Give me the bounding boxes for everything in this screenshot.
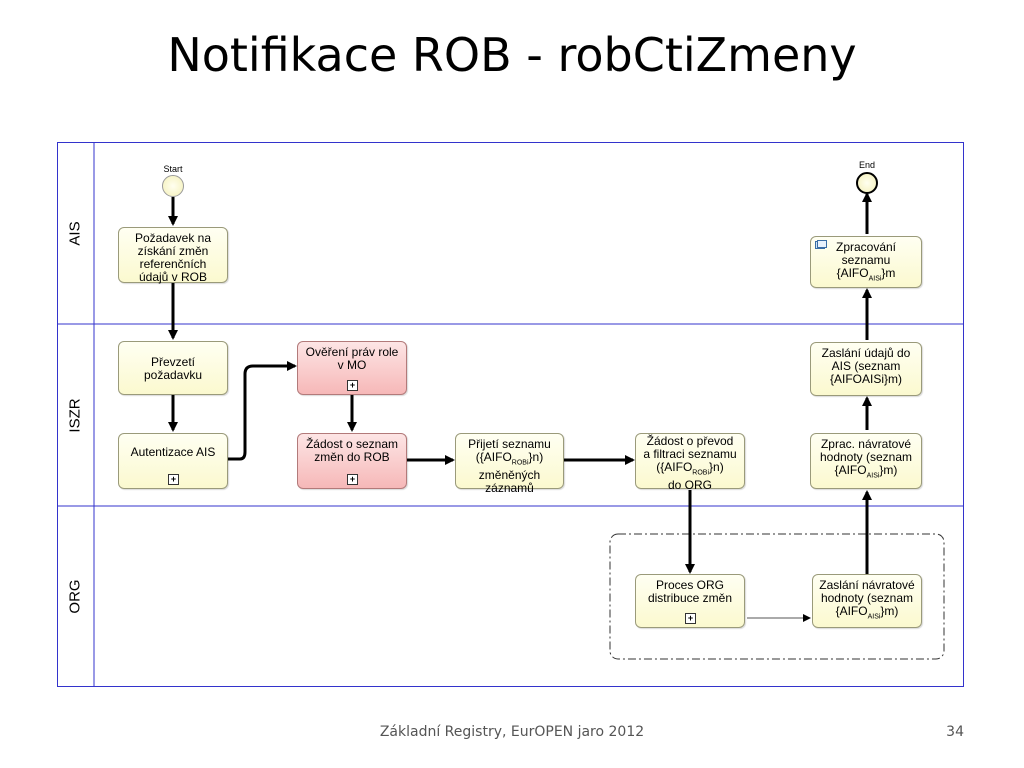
subprocess-plus-icon: + bbox=[347, 474, 358, 485]
script-icon bbox=[815, 240, 827, 249]
task-zadost-prevod[interactable]: Žádost o převod a filtraci seznamu ({AIF… bbox=[635, 433, 745, 493]
footer-text: Základní Registry, EurOPEN jaro 2012 bbox=[379, 724, 645, 740]
task-zaslani-udaju-label: Zaslání údajů do AIS (seznam {AIFOAISi}m… bbox=[821, 346, 911, 386]
task-autentizace[interactable]: Autentizace AIS + bbox=[118, 433, 228, 489]
task-prijeti[interactable]: Přijetí seznamu ({AIFOROBi}n) změněných … bbox=[455, 433, 564, 495]
task-zaslani-udaju[interactable]: Zaslání údajů do AIS (seznam {AIFOAISi}m… bbox=[810, 342, 922, 396]
end-label: End bbox=[858, 160, 875, 170]
flow-autentizace-overeni bbox=[228, 361, 297, 461]
task-pozadavek-label: Požadavek na získání změn referenčních ú… bbox=[134, 231, 212, 284]
task-zpracovani[interactable]: Zpracování seznamu {AIFOAISi}m bbox=[810, 236, 922, 288]
task-zaslani-navrat[interactable]: Zaslání návratové hodnoty (seznam {AIFOA… bbox=[812, 574, 922, 628]
task-autentizace-label: Autentizace AIS bbox=[130, 445, 216, 459]
task-overeni[interactable]: Ověření práv role v MO + bbox=[297, 341, 407, 395]
task-prevzeti[interactable]: Převzetí požadavku bbox=[118, 341, 228, 395]
task-zadost-seznam[interactable]: Žádost o seznam změn do ROB + bbox=[297, 433, 407, 489]
subprocess-plus-icon: + bbox=[347, 380, 358, 391]
task-zprac-navrat-label: Zprac. návratové hodnoty (seznam {AIFOAI… bbox=[819, 437, 913, 480]
subprocess-plus-icon: + bbox=[685, 613, 696, 624]
task-prevzeti-label: Převzetí požadavku bbox=[143, 355, 203, 382]
end-event bbox=[856, 172, 878, 194]
task-prijeti-label: Přijetí seznamu ({AIFOROBi}n) změněných … bbox=[468, 437, 551, 496]
subprocess-plus-icon: + bbox=[168, 474, 179, 485]
task-overeni-label: Ověření práv role v MO bbox=[305, 345, 399, 372]
task-proces-org-label: Proces ORG distribuce změn bbox=[647, 578, 733, 605]
task-pozadavek[interactable]: Požadavek na získání změn referenčních ú… bbox=[118, 227, 228, 284]
lanes-frame bbox=[57, 142, 964, 687]
bpmn-diagram: AIS ISZR ORG bbox=[57, 142, 964, 687]
slide-title: Notifikace ROB - robCtiZmeny bbox=[167, 28, 857, 82]
task-zaslani-navrat-label: Zaslání návratové hodnoty (seznam {AIFOA… bbox=[819, 578, 915, 621]
task-zprac-navrat[interactable]: Zprac. návratové hodnoty (seznam {AIFOAI… bbox=[810, 433, 922, 489]
task-zadost-prevod-label: Žádost o převod a filtraci seznamu ({AIF… bbox=[643, 434, 737, 493]
start-event bbox=[162, 175, 184, 197]
page-number: 34 bbox=[946, 724, 964, 740]
org-group-border bbox=[609, 533, 945, 660]
task-zpracovani-label: Zpracování seznamu {AIFOAISi}m bbox=[835, 240, 897, 283]
task-zadost-seznam-label: Žádost o seznam změn do ROB bbox=[305, 437, 399, 464]
sequence-flows bbox=[168, 192, 872, 622]
task-proces-org[interactable]: Proces ORG distribuce změn + bbox=[635, 574, 745, 628]
start-label: Start bbox=[163, 164, 183, 174]
